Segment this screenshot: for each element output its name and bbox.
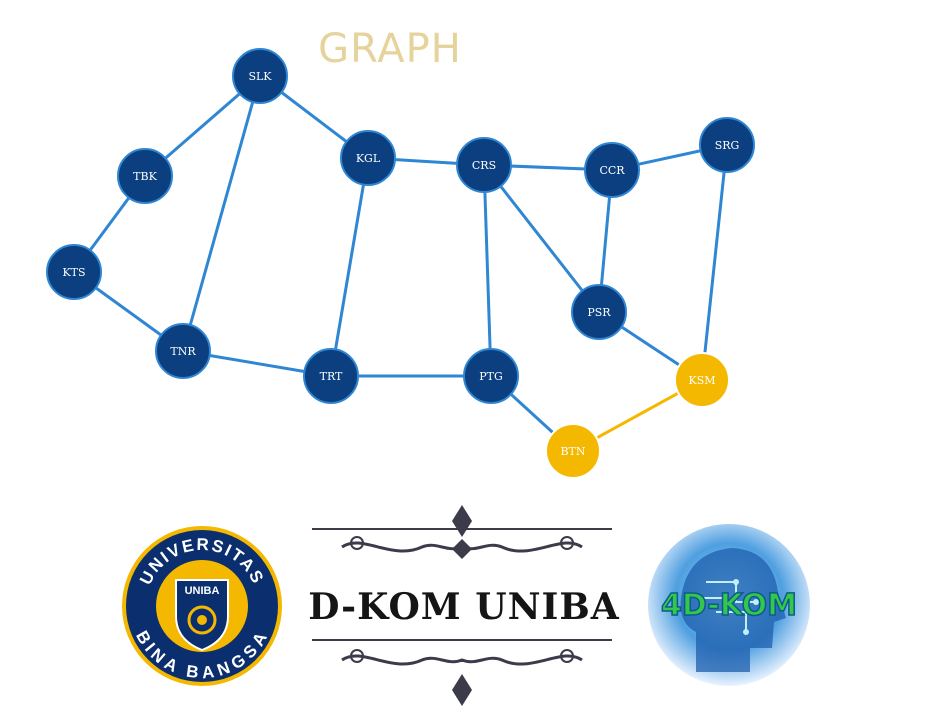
node-label: SLK <box>248 70 272 83</box>
node-circle <box>117 148 173 204</box>
node-label: CCR <box>599 164 625 177</box>
node-ksm: KSM <box>674 352 730 408</box>
node-circle <box>232 48 288 104</box>
node-label: KTS <box>62 266 85 279</box>
edge-crs-ptg <box>482 163 493 378</box>
node-label: CRS <box>472 159 496 172</box>
node-label: TBK <box>133 170 157 183</box>
diagram-title: GRAPH <box>318 26 462 72</box>
node-tnr: TNR <box>155 323 211 379</box>
node-slk: SLK <box>232 48 288 104</box>
node-circle <box>571 284 627 340</box>
node-label: PSR <box>587 306 611 319</box>
4d-kom-logo-text: 4D-KOM <box>661 588 797 623</box>
banner-text: D-KOM UNIBA <box>308 586 620 628</box>
uniba-university-logo: UNIVERSITAS BINA BANGSA UNIBA <box>122 526 282 686</box>
node-label: KSM <box>688 374 715 387</box>
ornament-bottom <box>312 639 612 706</box>
node-label: BTN <box>560 445 585 458</box>
node-circle <box>155 323 211 379</box>
logo-shield-text: UNIBA <box>185 585 220 597</box>
graph-diagram: SLK TBK KGL CRS CCR SRG KTS PSR TNR TRT PTG KSM BTN <box>46 48 755 479</box>
node-circle <box>584 142 640 198</box>
node-label: SRG <box>715 139 740 152</box>
node-circle <box>463 348 519 404</box>
node-btn: BTN <box>545 423 601 479</box>
node-label: TRT <box>320 370 343 383</box>
node-circle <box>340 130 396 186</box>
edge-srg-ksm <box>700 143 729 382</box>
4d-kom-logo: 4D-KOM <box>648 524 810 686</box>
node-psr: PSR <box>571 284 627 340</box>
node-trt: TRT <box>303 348 359 404</box>
node-kgl: KGL <box>340 130 396 186</box>
node-circle <box>303 348 359 404</box>
node-label: PTG <box>479 370 503 383</box>
node-circle <box>46 244 102 300</box>
node-circle <box>674 352 730 408</box>
node-label: KGL <box>356 152 381 165</box>
node-ccr: CCR <box>584 142 640 198</box>
node-label: TNR <box>170 345 196 358</box>
edge-slk-tnr <box>181 74 262 353</box>
node-tbk: TBK <box>117 148 173 204</box>
node-circle <box>699 117 755 173</box>
edge-crs-psr <box>482 163 601 314</box>
node-circle <box>545 423 601 479</box>
node-srg: SRG <box>699 117 755 173</box>
node-ptg: PTG <box>463 348 519 404</box>
node-kts: KTS <box>46 244 102 300</box>
node-circle <box>456 137 512 193</box>
node-crs: CRS <box>456 137 512 193</box>
ornament-top <box>312 505 612 559</box>
edge-kgl-trt <box>329 156 370 378</box>
